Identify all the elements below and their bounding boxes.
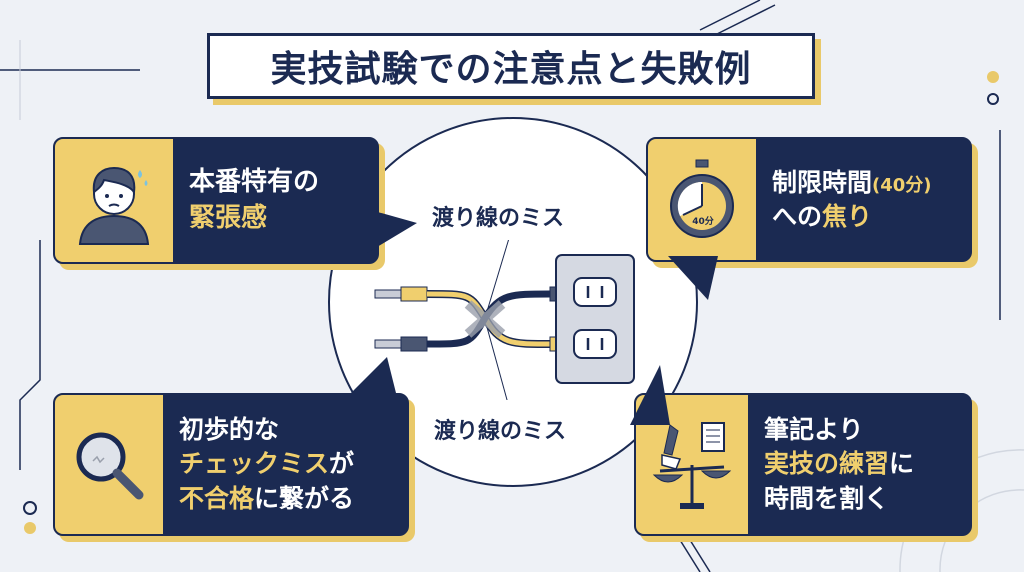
highlight-text: チェックミス bbox=[179, 449, 330, 479]
text-segment: 筆記より bbox=[764, 414, 864, 444]
card-nervousness: 本番特有の 緊張感 bbox=[53, 137, 417, 264]
highlight-text: (40分) bbox=[872, 174, 932, 196]
stopwatch-icon: 40分 bbox=[648, 139, 756, 260]
card-text: 初歩的な チェックミスが 不合格に繋がる bbox=[163, 395, 354, 534]
text-segment: 初歩的な bbox=[179, 414, 280, 444]
text-segment: への bbox=[772, 201, 823, 231]
pointer-line-top bbox=[484, 240, 510, 319]
wiring-mistake-label-bottom: 渡り線のミス bbox=[434, 419, 567, 444]
cross-mark bbox=[464, 300, 506, 338]
speech-tail bbox=[630, 365, 670, 425]
stopwatch-label: 40分 bbox=[692, 215, 714, 227]
magnifier-icon bbox=[55, 395, 163, 534]
speech-tail bbox=[367, 209, 417, 253]
highlight-text: 不合格 bbox=[179, 483, 255, 513]
text-segment: に繋がる bbox=[254, 483, 355, 513]
wiring-mistake-label-top: 渡り線のミス bbox=[432, 206, 565, 231]
card-text: 筆記より 実技の練習に 時間を割く bbox=[748, 395, 914, 534]
highlight-text: 焦り bbox=[822, 201, 873, 231]
wiring-illustration bbox=[374, 240, 635, 400]
text-segment: 時間を割く bbox=[764, 483, 890, 513]
card-practice-time: 筆記より 実技の練習に 時間を割く bbox=[630, 365, 972, 536]
nervous-person-icon bbox=[55, 139, 173, 262]
page-title: 実技試験での注意点と失敗例 bbox=[270, 49, 752, 90]
pointer-line-bottom bbox=[484, 319, 508, 400]
text-segment: 本番特有の bbox=[189, 167, 320, 198]
card-text: 制限時間(40分) への焦り bbox=[756, 139, 932, 260]
speech-tail bbox=[668, 256, 718, 300]
text-segment: が bbox=[329, 449, 355, 479]
highlight-text: 緊張感 bbox=[189, 202, 268, 233]
title-banner: 実技試験での注意点と失敗例 bbox=[207, 33, 815, 99]
card-check-mistake: 初歩的な チェックミスが 不合格に繋がる bbox=[53, 357, 409, 536]
text-segment: 制限時間 bbox=[772, 167, 873, 197]
card-text: 本番特有の 緊張感 bbox=[173, 139, 319, 262]
highlight-text: 実技の練習 bbox=[764, 449, 890, 479]
outlet-icon bbox=[555, 254, 635, 384]
card-time-pressure: 40分 制限時間(40分) への焦り bbox=[646, 137, 972, 300]
speech-tail bbox=[347, 357, 397, 397]
text-segment: に bbox=[889, 449, 915, 479]
